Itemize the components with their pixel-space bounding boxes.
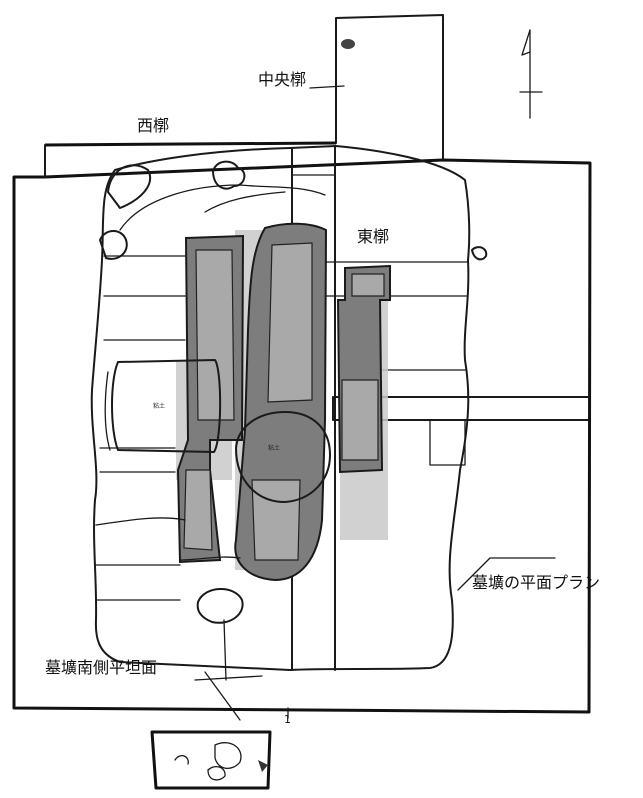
stone-cluster [99, 160, 488, 624]
east-pit-label: 東槨 [357, 227, 390, 246]
clay-patch-left [111, 359, 222, 453]
plan-label: 墓壙の平面プラン [472, 573, 601, 592]
central-pit-label: 中央槨 [258, 70, 307, 89]
section-mark-label: 1 [284, 713, 291, 726]
clay-patch-center [235, 411, 331, 503]
south-flat-label: 墓壙南側平坦面 [45, 658, 158, 677]
north-arrow-icon [519, 29, 543, 119]
west-coffin [176, 234, 245, 564]
plan-leader-line [457, 557, 556, 591]
south-flat-leader-line [204, 671, 241, 721]
clay-label-left: 粘土 [153, 403, 166, 410]
grave-pit-plan-outline [90, 145, 471, 671]
central-pit-outline [335, 14, 444, 161]
east-coffin [336, 264, 391, 474]
central-coffin [234, 222, 328, 582]
west-pit-label: 西槨 [137, 116, 170, 135]
clay-label-center: 粘土 [268, 445, 281, 452]
south-flat-area [150, 730, 272, 790]
central-pit-mark [341, 39, 355, 49]
